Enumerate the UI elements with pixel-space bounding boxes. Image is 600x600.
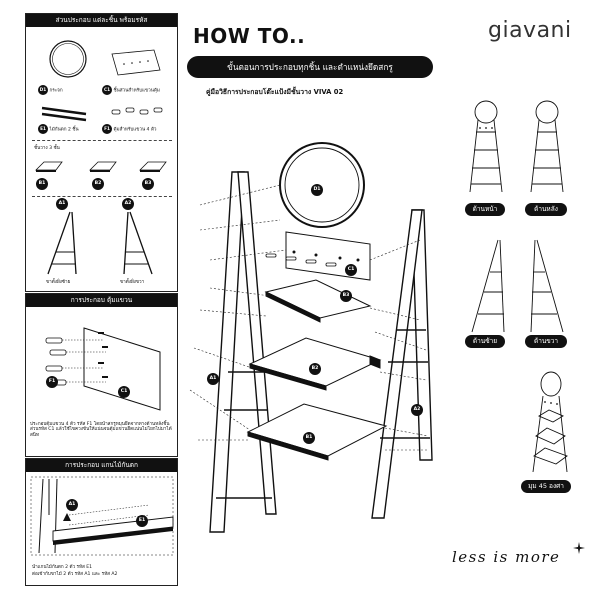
sparkle-icon xyxy=(573,542,585,554)
part-label-c1: ชิ้นส่วนสำหรับแขวนตุ้ม xyxy=(113,88,160,94)
left-view-illustration xyxy=(471,239,505,333)
diagram-label-b3: B3 xyxy=(340,290,352,302)
diagram-label-c1: C1 xyxy=(345,264,357,276)
right-leg-frame xyxy=(371,209,433,519)
hook-board-c1 xyxy=(285,231,371,281)
leg-a1-icon xyxy=(47,211,77,275)
shelf-b2-icon xyxy=(89,161,117,172)
guard-panel-note-1: นำแกนไม้กันตก 2 ตัว รหัส E1 xyxy=(32,565,93,570)
shelves-label: ชั้นวาง 3 ชั้น xyxy=(34,146,60,151)
part-code-d1: D1 xyxy=(38,85,48,95)
part-code-f1: F1 xyxy=(102,124,112,134)
part-label-f1: ตุ้มสำหรับแขวน 4 ตัว xyxy=(113,127,157,133)
mirror-part-icon xyxy=(49,40,87,78)
tagline: less is more xyxy=(452,548,561,566)
guard-panel-note-2: ต่อเข้ากับขาไม้ 2 ตัว รหัส A1 และ รหัส A… xyxy=(32,572,118,577)
hook-panel-code-c1: C1 xyxy=(118,386,130,398)
angle-view-illustration xyxy=(532,371,568,473)
part-code-c1: C1 xyxy=(102,85,112,95)
diagram-label-a2: A2 xyxy=(411,404,423,416)
brand-logo: giavani xyxy=(488,18,572,43)
mirror-d1 xyxy=(279,142,365,228)
parts-panel-title: ส่วนประกอบ แต่ละชิ้น พร้อมรหัส xyxy=(26,14,177,27)
shelf-code-b3: B3 xyxy=(142,178,154,190)
guard-rail-panel: การประกอบ แกนไม้กันตก A1 E1 นำแกนไม้กันต… xyxy=(25,458,178,586)
right-view-illustration xyxy=(530,239,564,333)
shelf-b1-icon xyxy=(35,161,63,172)
how-to-title: HOW TO.. xyxy=(193,24,306,48)
part-code-e1: E1 xyxy=(38,124,48,134)
part-c1-row: C1 ชิ้นส่วนสำหรับแขวนตุ้ม xyxy=(102,85,160,95)
leg-code-a2: A2 xyxy=(122,198,134,210)
assembly-guides xyxy=(189,184,429,451)
front-view-illustration xyxy=(469,100,503,193)
view-label-left: ด้านซ้าย xyxy=(465,335,505,348)
view-label-right: ด้านขวา xyxy=(525,335,567,348)
parts-panel: ส่วนประกอบ แต่ละชิ้น พร้อมรหัส D1 กระจก … xyxy=(25,13,178,292)
shelf-code-b2: B2 xyxy=(92,178,104,190)
hook-panel-code-f1: F1 xyxy=(46,376,58,388)
parts-divider xyxy=(32,140,172,141)
hook-assembly-panel: การประกอบ ตุ้มแขวน F1 C1 ประกอบตุ้มแขวน … xyxy=(25,293,178,457)
guard-rail-illustration xyxy=(30,476,174,556)
back-view-illustration xyxy=(530,100,564,193)
view-label-front: ด้านหน้า xyxy=(465,203,505,216)
shelf-b2 xyxy=(248,337,382,391)
view-label-back: ด้านหลัง xyxy=(525,203,567,216)
leg-label-a1: ขาตั้งฝั่งซ้าย xyxy=(46,280,71,285)
diagram-label-b1: B1 xyxy=(303,432,315,444)
leg-a2-icon xyxy=(123,211,153,275)
shelf-b3-icon xyxy=(139,161,167,172)
guard-panel-title: การประกอบ แกนไม้กันตก xyxy=(26,459,177,472)
part-e1-row: E1 ไม้กันตก 2 ชิ้น xyxy=(38,124,79,134)
part-f1-row: F1 ตุ้มสำหรับแขวน 4 ตัว xyxy=(102,124,157,134)
hook-board-part-icon xyxy=(111,49,161,76)
guard-rail-part-icon xyxy=(41,106,87,122)
hook-assembly-illustration xyxy=(45,327,161,411)
subtitle-banner: ขั้นตอนการประกอบทุกชิ้น และตำแหน่งยึดสกร… xyxy=(187,56,433,78)
diagram-label-d1: D1 xyxy=(311,184,323,196)
part-d1-row: D1 กระจก xyxy=(38,85,63,95)
part-label-d1: กระจก xyxy=(49,88,63,94)
shelf-b1 xyxy=(246,403,388,461)
manual-title: คู่มือวิธีการประกอบโต๊ะแป้งมีชั้นวาง VIV… xyxy=(206,88,344,96)
guard-panel-code-a1: A1 xyxy=(66,499,78,511)
shelf-b3 xyxy=(264,279,372,323)
diagram-label-a1: A1 xyxy=(207,373,219,385)
diagram-label-b2: B2 xyxy=(309,363,321,375)
guard-panel-code-e1: E1 xyxy=(136,515,148,527)
hooks-f1 xyxy=(265,253,337,267)
leg-code-a1: A1 xyxy=(56,198,68,210)
main-assembly-diagram xyxy=(189,142,433,533)
hook-panel-note: ประกอบตุ้มแขวน 4 ตัว รหัส F1 โดยนำสกรูหม… xyxy=(30,422,172,438)
left-leg-frame xyxy=(209,171,277,533)
part-label-e1: ไม้กันตก 2 ชิ้น xyxy=(49,127,79,133)
leg-label-a2: ขาตั้งฝั่งขวา xyxy=(120,280,145,285)
view-label-angle: มุม 45 องศา xyxy=(521,480,571,493)
hook-panel-title: การประกอบ ตุ้มแขวน xyxy=(26,294,177,307)
shelf-code-b1: B1 xyxy=(36,178,48,190)
hook-knobs-part-icon xyxy=(111,107,163,115)
shelves-divider xyxy=(32,196,172,197)
